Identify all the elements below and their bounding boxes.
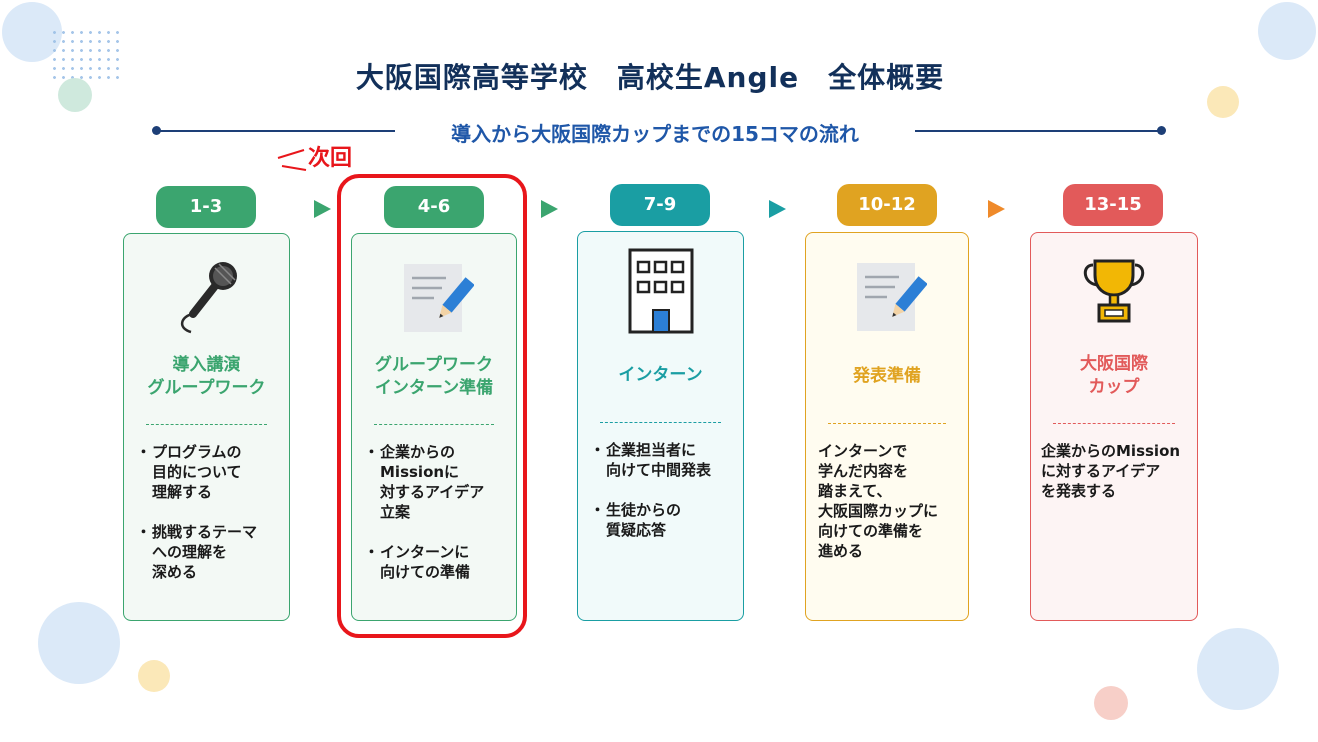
divider (828, 423, 946, 424)
bullet-line: 向けて中間発表 (606, 461, 712, 479)
body-line: 進める (818, 542, 864, 560)
step-body: 企業担当者に 向けて中間発表 生徒からの 質疑応答 (590, 440, 735, 560)
arrow-4 (988, 200, 1005, 218)
bullet-line: への理解を (152, 543, 228, 561)
body-line: 企業からのMission (1041, 442, 1181, 460)
bullet-item: 企業担当者に 向けて中間発表 (590, 440, 735, 480)
step-badge: 10-12 (837, 184, 937, 226)
bullet-item: インターンに 向けての準備 (364, 542, 508, 582)
body-line: 向けての準備を (818, 522, 924, 540)
bullet-line: 生徒からの (606, 501, 682, 519)
trophy-icon (1031, 257, 1197, 337)
step-card: グループワーク インターン準備 企業からの Missionに 対するアイデア 立… (351, 233, 517, 621)
decor-circle (138, 660, 170, 692)
step-badge: 1-3 (156, 186, 256, 228)
step-badge: 7-9 (610, 184, 710, 226)
bullet-line: インターンに (380, 543, 470, 561)
step-heading-line: 大阪国際 (1080, 354, 1148, 374)
step-card: 導入講演 グループワーク プログラムの 目的について 理解する 挑戦するテーマ … (123, 233, 290, 621)
step-body: 企業からの Missionに 対するアイデア 立案 インターンに 向けての準備 (364, 442, 508, 602)
decor-dots (50, 28, 120, 84)
bullet-line: 向けての準備 (380, 563, 471, 581)
next-session-highlight (337, 174, 527, 638)
body-line: 学んだ内容を (818, 462, 909, 480)
document-pencil-icon (806, 257, 968, 337)
step-badge: 13-15 (1063, 184, 1163, 226)
bullet-line: 質疑応答 (606, 521, 667, 539)
arrow-1 (314, 200, 331, 218)
body-line: 大阪国際カップに (818, 502, 939, 520)
bullet-item: 企業からの Missionに 対するアイデア 立案 (364, 442, 508, 522)
step-heading: インターン (584, 364, 737, 387)
step-heading-line: グループワーク (375, 355, 493, 375)
step-heading: 導入講演 グループワーク (130, 354, 283, 400)
bullet-item: 挑戦するテーマ への理解を 深める (136, 522, 281, 582)
decor-circle (58, 78, 92, 112)
step-card: インターン 企業担当者に 向けて中間発表 生徒からの 質疑応答 (577, 231, 744, 621)
step-body: プログラムの 目的について 理解する 挑戦するテーマ への理解を 深める (136, 442, 281, 602)
divider (146, 424, 267, 425)
step-heading: 大阪国際 カップ (1037, 353, 1191, 399)
decor-circle (1094, 686, 1128, 720)
next-session-label: 次回 (308, 146, 353, 171)
decor-circle (1258, 2, 1316, 60)
body-line: 踏まえて、 (818, 482, 892, 500)
bullet-line: プログラムの (152, 443, 242, 461)
divider (600, 422, 721, 423)
emphasis-marks-icon (277, 149, 307, 171)
step-heading-line: 発表準備 (853, 366, 921, 386)
decor-circle (1207, 86, 1239, 118)
arrow-2 (541, 200, 558, 218)
step-heading: 発表準備 (812, 365, 962, 388)
step-heading: グループワーク インターン準備 (358, 354, 510, 400)
bullet-line: 挑戦するテーマ (152, 523, 258, 541)
document-pencil-icon (352, 258, 516, 338)
arrow-3 (769, 200, 786, 218)
step-heading-line: インターン準備 (374, 378, 494, 398)
bullet-line: 企業担当者に (606, 441, 697, 459)
bullet-line: 深める (152, 563, 198, 581)
decor-circle (38, 602, 120, 684)
body-line: を発表する (1041, 482, 1117, 500)
step-body: インターンで 学んだ内容を 踏まえて、 大阪国際カップに 向けての準備を 進める (818, 441, 960, 561)
microphone-icon (124, 258, 289, 338)
body-line: に対するアイデア (1041, 462, 1161, 480)
decor-circle (1197, 628, 1279, 710)
building-icon (578, 248, 743, 334)
bullet-item: プログラムの 目的について 理解する (136, 442, 281, 502)
step-card: 大阪国際 カップ 企業からのMission に対するアイデア を発表する (1030, 232, 1198, 621)
step-card: 発表準備 インターンで 学んだ内容を 踏まえて、 大阪国際カップに 向けての準備… (805, 232, 969, 621)
bullet-item: 生徒からの 質疑応答 (590, 500, 735, 540)
step-badge: 4-6 (384, 186, 484, 228)
page-title: 大阪国際高等学校 高校生Angle 全体概要 (355, 61, 945, 94)
bullet-line: 目的について (152, 463, 242, 481)
bullet-line: 企業からの (380, 443, 456, 461)
step-body: 企業からのMission に対するアイデア を発表する (1041, 441, 1189, 501)
body-line: インターンで (818, 442, 908, 460)
subtitle-line-dot-right (1157, 126, 1166, 135)
bullet-line: Missionに (380, 463, 460, 481)
divider (374, 424, 494, 425)
divider (1053, 423, 1175, 424)
step-heading-line: グループワーク (147, 378, 266, 398)
step-heading-line: カップ (1088, 377, 1140, 397)
subtitle: 導入から大阪国際カップまでの15コマの流れ (395, 118, 915, 147)
bullet-line: 立案 (380, 503, 411, 521)
bullet-line: 対するアイデア (380, 483, 485, 501)
step-heading-line: インターン (618, 365, 703, 385)
bullet-line: 理解する (152, 483, 213, 501)
step-heading-line: 導入講演 (172, 355, 241, 375)
